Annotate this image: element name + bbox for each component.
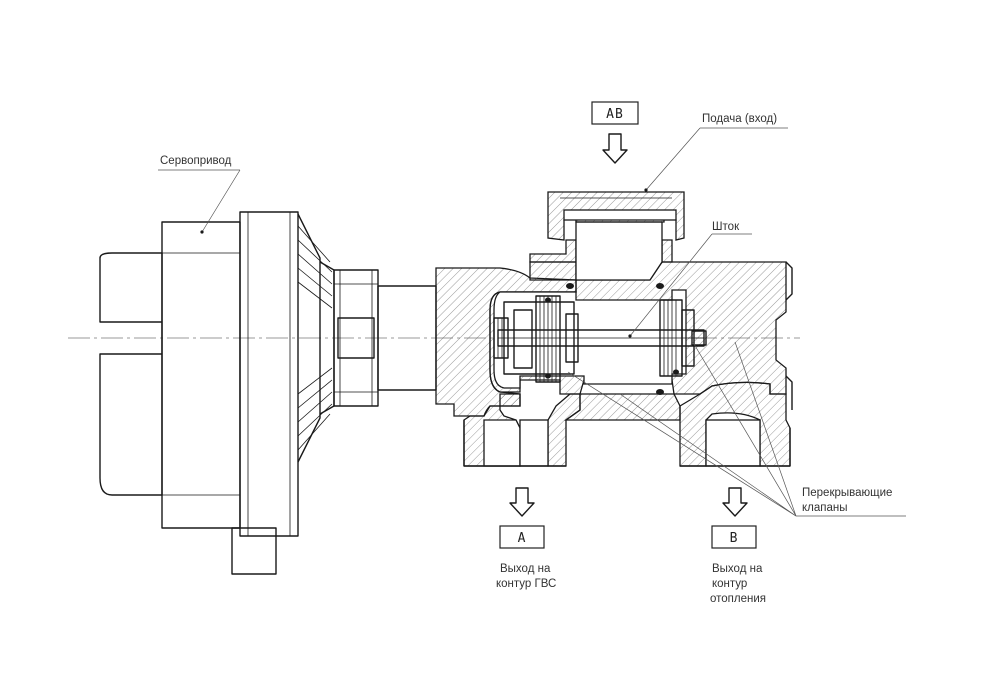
- arrow-b-down-icon: [722, 487, 748, 517]
- port-a: A: [499, 525, 545, 549]
- label-out-b-line1: Выход на: [712, 563, 763, 575]
- servo-drive: [99, 211, 437, 575]
- flow-arrows: [509, 133, 748, 517]
- arrow-a-down-icon: [509, 487, 535, 517]
- label-valves-line1: Перекрывающие: [802, 487, 892, 499]
- port-ab: AB: [591, 101, 639, 125]
- label-supply: Подача (вход): [702, 113, 777, 125]
- label-out-b-line2: контур: [712, 578, 747, 590]
- svg-text:AB: AB: [606, 107, 624, 122]
- valve-body: [435, 191, 793, 467]
- label-stem: Шток: [712, 221, 740, 233]
- label-valves-line2: клапаны: [802, 502, 848, 514]
- label-servo: Сервопривод: [160, 155, 232, 167]
- label-out-a-line2: контур ГВС: [496, 578, 556, 590]
- arrow-ab-down-icon: [602, 133, 628, 164]
- leader-lines: [158, 127, 906, 517]
- port-b: B: [711, 525, 757, 549]
- label-out-b-line3: отопления: [710, 593, 766, 605]
- label-out-a-line1: Выход на: [500, 563, 551, 575]
- svg-text:B: B: [730, 531, 739, 546]
- svg-text:A: A: [518, 531, 527, 546]
